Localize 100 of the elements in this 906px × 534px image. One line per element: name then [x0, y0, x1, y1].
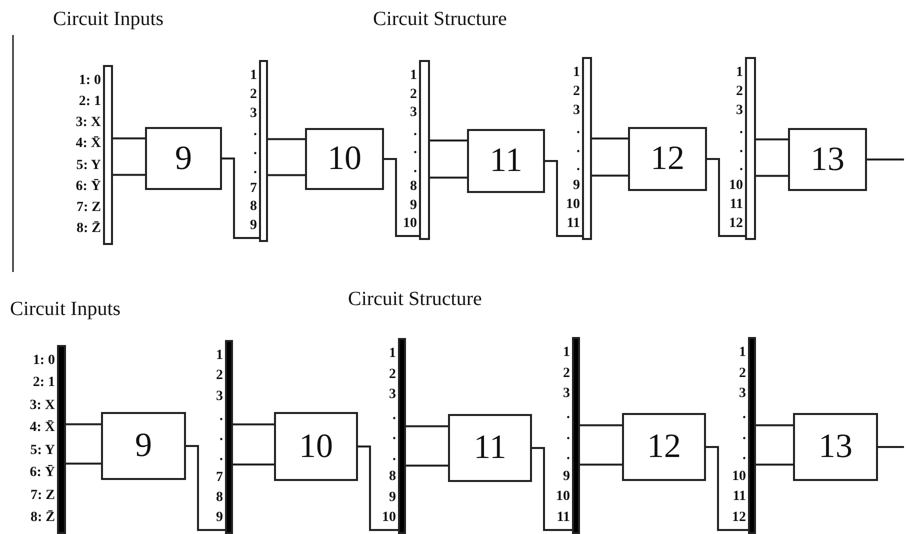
line-number: .	[576, 122, 580, 138]
wire	[592, 174, 628, 177]
input-label: 4: X̄	[30, 420, 55, 436]
wire	[66, 462, 101, 465]
gate-box: 13	[788, 128, 867, 191]
line-number: .	[742, 448, 746, 464]
gate-box: 9	[101, 412, 186, 480]
line-number: 1	[250, 68, 257, 84]
bus-bar	[259, 60, 268, 242]
line-number: 9	[573, 178, 580, 194]
section-heading: Circuit Inputs	[10, 298, 121, 321]
input-label: 2: 1	[32, 375, 55, 392]
line-number: 8	[410, 179, 417, 195]
bus-bar	[572, 337, 580, 534]
line-number: 9	[410, 198, 417, 214]
line-number: 2	[739, 366, 746, 382]
line-number: .	[740, 122, 743, 138]
line-number: 11	[556, 510, 570, 526]
section-heading: Circuit Inputs	[53, 8, 164, 31]
input-label: 7: Z	[76, 200, 101, 216]
wire	[384, 158, 419, 237]
line-number: 9	[389, 490, 396, 506]
line-number: 10	[403, 216, 417, 232]
input-label: 1: 0	[78, 73, 101, 89]
wire	[233, 463, 274, 466]
line-number: 10	[382, 510, 396, 526]
line-number: .	[742, 406, 746, 423]
input-label: 6: Ȳ	[76, 178, 101, 195]
wire	[113, 174, 145, 176]
line-number: 2	[410, 86, 417, 102]
line-number: 11	[730, 197, 743, 214]
line-number: 1	[736, 65, 743, 81]
input-label: 3: X	[30, 398, 55, 414]
line-number: 1	[410, 68, 417, 84]
wire	[268, 138, 305, 140]
gate-box: 12	[628, 127, 707, 191]
line-number: 3	[216, 388, 223, 404]
line-number: 3	[389, 387, 396, 403]
input-label: 7: Z	[30, 488, 55, 504]
line-number: 9	[563, 468, 570, 485]
line-number: .	[392, 448, 396, 464]
gate-box: 10	[305, 128, 384, 190]
line-number: 10	[732, 468, 746, 485]
line-number: 9	[216, 510, 223, 526]
line-number: 8	[389, 469, 396, 485]
line-number: .	[414, 142, 417, 158]
bus-bar	[745, 57, 756, 240]
input-label: 3: X	[76, 115, 101, 132]
wire	[878, 446, 904, 448]
line-number: .	[566, 448, 570, 464]
bus-bar	[582, 57, 592, 240]
gate-box: 13	[793, 413, 878, 481]
line-number: .	[220, 429, 223, 445]
wire	[358, 446, 398, 531]
wire	[233, 423, 274, 426]
line-number: 8	[250, 199, 257, 216]
wire	[532, 447, 572, 531]
gate-box: 9	[145, 127, 222, 190]
line-number: .	[254, 143, 257, 159]
section-heading: Circuit Structure	[373, 8, 507, 31]
wire	[406, 464, 448, 467]
gate-box: 11	[467, 129, 545, 193]
line-number: 3	[563, 386, 570, 402]
wire	[706, 446, 748, 531]
line-number: .	[740, 140, 743, 156]
input-label: 8: Z̄	[76, 221, 101, 237]
gate-box: 10	[274, 412, 358, 481]
line-number: 7	[250, 180, 257, 196]
line-number: 10	[556, 489, 570, 506]
bus-bar	[225, 340, 233, 534]
line-number: 8	[216, 490, 223, 506]
line-number: .	[576, 140, 580, 156]
line-number: 12	[729, 216, 743, 232]
wire	[707, 158, 745, 237]
wire	[580, 424, 622, 426]
wire	[756, 464, 793, 466]
wire	[268, 174, 305, 176]
line-number: 3	[736, 102, 743, 119]
line-number: .	[392, 428, 396, 444]
wire	[580, 464, 622, 466]
line-number: .	[254, 162, 257, 178]
line-number: .	[220, 449, 223, 466]
wire	[756, 174, 788, 177]
line-number: 12	[732, 510, 746, 526]
line-number: 10	[729, 178, 743, 194]
wire	[186, 445, 225, 531]
bus-bar	[57, 345, 66, 534]
gate-box: 11	[448, 414, 532, 482]
line-number: .	[414, 160, 417, 176]
line-number: 2	[216, 368, 223, 384]
line-number: 11	[566, 216, 580, 232]
input-label: 5: Y	[30, 442, 55, 459]
line-number: 2	[573, 84, 580, 100]
line-number: 3	[739, 386, 746, 402]
wire	[66, 423, 101, 426]
line-number: 9	[250, 218, 257, 234]
line-number: 2	[563, 366, 570, 382]
line-number: 1	[573, 65, 580, 81]
wire	[113, 137, 145, 140]
line-number: .	[740, 159, 743, 176]
